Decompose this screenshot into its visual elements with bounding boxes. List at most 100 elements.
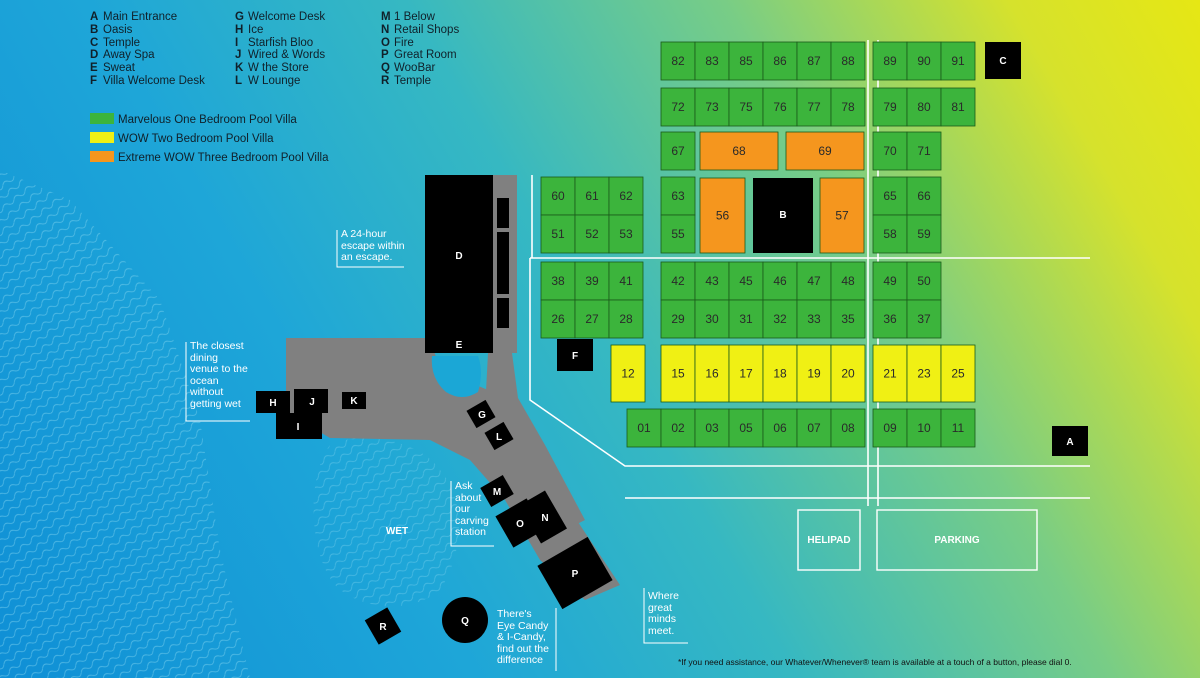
villa-91: [940, 41, 976, 81]
villa-label-79: 79: [883, 100, 897, 114]
building-d: [425, 175, 493, 335]
villa-label-18: 18: [773, 367, 787, 381]
villa-12: [610, 344, 646, 403]
svg-text:M: M: [493, 487, 501, 498]
svg-text:O: O: [516, 519, 524, 530]
villa-07: [796, 408, 832, 448]
villa-label-39: 39: [585, 274, 599, 288]
villa-68: [699, 131, 779, 171]
sea-texture: [0, 170, 250, 678]
villa-label-27: 27: [585, 312, 599, 326]
villa-label-08: 08: [841, 421, 855, 435]
villa-59: [906, 214, 942, 254]
svg-text:P: P: [572, 569, 579, 580]
villa-label-63: 63: [671, 189, 685, 203]
villa-51: [540, 214, 576, 254]
villa-label-55: 55: [671, 227, 685, 241]
villa-label-71: 71: [917, 144, 931, 158]
villa-label-36: 36: [883, 312, 897, 326]
villa-10: [906, 408, 942, 448]
villa-80: [906, 87, 942, 127]
villa-label-76: 76: [773, 100, 787, 114]
villa-label-47: 47: [807, 274, 821, 288]
villa-label-45: 45: [739, 274, 753, 288]
villa-63: [660, 176, 696, 216]
villa-37: [906, 299, 942, 339]
villa-label-87: 87: [807, 54, 821, 68]
building-c: [985, 42, 1021, 79]
villa-67: [660, 131, 696, 171]
villa-65: [872, 176, 908, 216]
villa-31: [728, 299, 764, 339]
villa-17: [728, 344, 764, 403]
villa-66: [906, 176, 942, 216]
villa-50: [906, 261, 942, 301]
villa-label-17: 17: [739, 367, 753, 381]
wet-pool-area: [313, 438, 459, 607]
villa-05: [728, 408, 764, 448]
villa-label-37: 37: [917, 312, 931, 326]
villa-81: [940, 87, 976, 127]
villa-49: [872, 261, 908, 301]
villa-48: [830, 261, 866, 301]
villa-77: [796, 87, 832, 127]
villa-label-23: 23: [917, 367, 931, 381]
villa-label-09: 09: [883, 421, 897, 435]
villa-01: [626, 408, 662, 448]
villa-label-60: 60: [551, 189, 565, 203]
villa-32: [762, 299, 798, 339]
villa-72: [660, 87, 696, 127]
villa-43: [694, 261, 730, 301]
villa-label-50: 50: [917, 274, 931, 288]
villa-85: [728, 41, 764, 81]
villa-label-29: 29: [671, 312, 685, 326]
villa-label-80: 80: [917, 100, 931, 114]
villa-label-19: 19: [807, 367, 821, 381]
villa-75: [728, 87, 764, 127]
villa-label-46: 46: [773, 274, 787, 288]
villa-53: [608, 214, 644, 254]
villa-23: [906, 344, 942, 403]
building-j: [294, 389, 328, 413]
villa-label-28: 28: [619, 312, 633, 326]
building-p: [537, 536, 613, 610]
villa-label-48: 48: [841, 274, 855, 288]
villa-label-75: 75: [739, 100, 753, 114]
villa-label-02: 02: [671, 421, 685, 435]
villa-label-20: 20: [841, 367, 855, 381]
villa-39: [574, 261, 610, 301]
svg-text:J: J: [309, 397, 315, 408]
villa-41: [608, 261, 644, 301]
svg-text:E: E: [456, 340, 463, 351]
villa-61: [574, 176, 610, 216]
villa-33: [796, 299, 832, 339]
villa-label-43: 43: [705, 274, 719, 288]
villa-label-70: 70: [883, 144, 897, 158]
villa-label-35: 35: [841, 312, 855, 326]
pool: [431, 356, 481, 397]
villa-label-86: 86: [773, 54, 787, 68]
villa-label-10: 10: [917, 421, 931, 435]
villa-label-88: 88: [841, 54, 855, 68]
villa-62: [608, 176, 644, 216]
villa-label-30: 30: [705, 312, 719, 326]
villa-label-62: 62: [619, 189, 633, 203]
svg-text:A: A: [1066, 437, 1073, 448]
villa-label-07: 07: [807, 421, 821, 435]
helipad-label: HELIPAD: [807, 535, 850, 546]
wet-label: WET: [386, 526, 408, 537]
building-k: [342, 392, 366, 409]
